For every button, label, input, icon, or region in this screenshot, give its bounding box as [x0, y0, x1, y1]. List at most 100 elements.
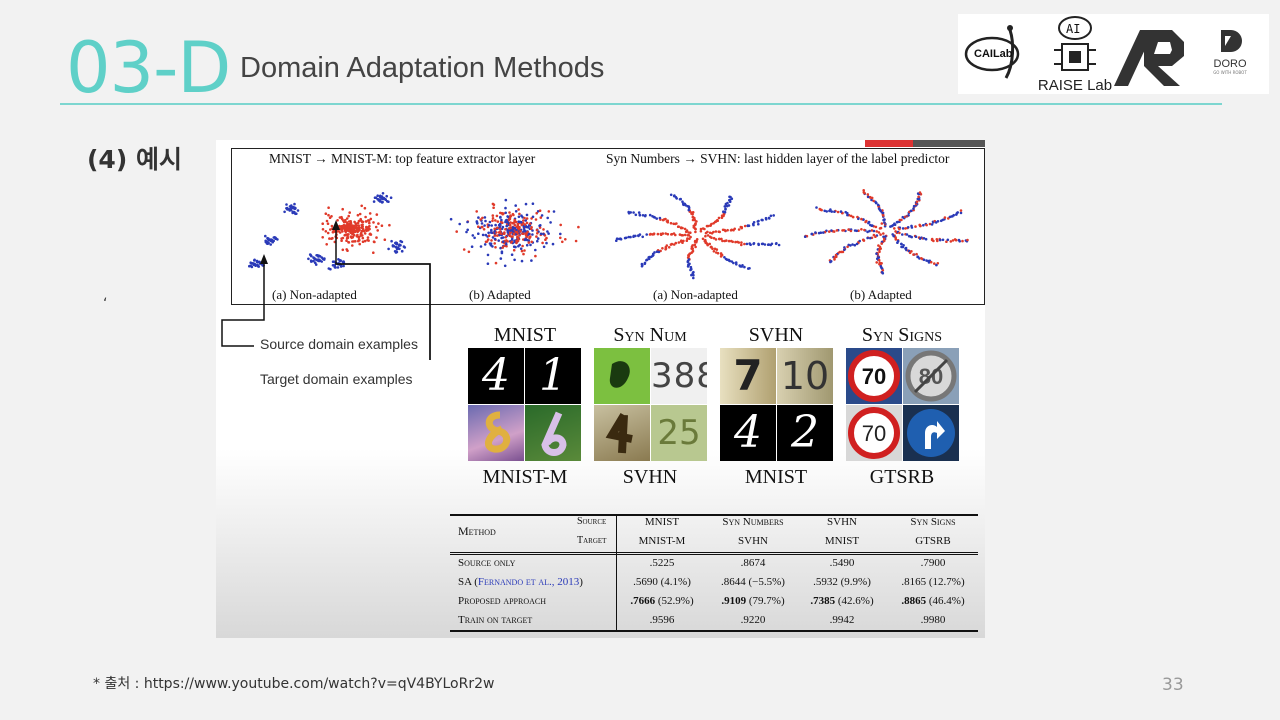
tsne-point-mixed — [545, 236, 548, 240]
tsne-point-mixed — [520, 249, 524, 253]
tsne-point-target — [375, 213, 379, 216]
cailab-logo: CAILab — [962, 20, 1028, 86]
tsne-point-mixed — [531, 215, 535, 219]
tsne-point-arm — [740, 226, 744, 229]
tsne-point-mixed — [501, 221, 504, 224]
tsne-point-mixed — [514, 210, 518, 213]
tsne-point-arm — [815, 206, 818, 209]
tsne-point-arm — [952, 213, 955, 217]
tsne-point-source — [285, 203, 288, 206]
tsne-point-arm — [828, 230, 831, 233]
tsne-point-mixed — [519, 229, 522, 233]
tsne-point-mixed — [466, 220, 469, 224]
col-source-4: Syn Signs — [910, 516, 956, 528]
thumb-digits: 25 — [657, 413, 701, 453]
tsne-point-arm — [870, 229, 874, 232]
tsne-point-arm — [667, 246, 671, 249]
tsne-point-arm — [870, 198, 873, 202]
caption-non-adapted-1: (a) Non-adapted — [272, 287, 357, 302]
tsne-point-arm — [777, 243, 781, 247]
tsne-point-arm — [877, 258, 881, 262]
tsne-point-mixed — [490, 224, 494, 227]
thumb-sign-arrow — [903, 405, 959, 461]
page-title: Domain Adaptation Methods — [240, 52, 605, 84]
row-value: .7900 — [920, 557, 946, 569]
tsne-point-mixed — [529, 235, 532, 238]
tsne-point-arm — [734, 240, 737, 244]
tsne-point-mixed — [491, 236, 495, 239]
tsne-point-arm — [836, 210, 840, 214]
raise-lab-label: RAISE Lab — [1037, 77, 1113, 94]
tsne-point-arm — [720, 253, 724, 257]
tsne-point-source — [283, 210, 286, 214]
tsne-point-arm — [644, 214, 647, 217]
tsne-point-mixed — [505, 244, 508, 248]
tsne-point-mixed — [523, 228, 526, 232]
tsne-point-mixed — [520, 223, 524, 226]
tsne-point-arm — [665, 220, 669, 223]
tsne-point-arm — [846, 245, 849, 249]
tsne-point-arm — [914, 235, 918, 238]
tsne-point-target — [364, 215, 367, 219]
tsne-point-arm — [615, 239, 618, 242]
tsne-point-arm — [922, 237, 926, 240]
tsne-point-mixed — [530, 259, 533, 262]
tsne-point-arm — [666, 232, 670, 236]
tsne-point-target — [349, 231, 353, 235]
tsne-point-mixed — [462, 248, 466, 251]
tsne-point-arm — [833, 210, 836, 213]
tsne-point-arm — [752, 242, 755, 246]
tsne-point-arm — [681, 200, 684, 203]
tsne-point-target — [339, 227, 342, 230]
thumb-digits: 10 — [780, 354, 830, 398]
tsne-point-target — [363, 239, 367, 243]
tsne-point-mixed — [501, 246, 505, 249]
row-method-suffix: ) — [579, 576, 583, 588]
video-overlay-mark — [865, 140, 985, 147]
tsne-point-source — [264, 239, 267, 243]
tsne-point-source — [380, 195, 384, 198]
tsne-point-mixed — [487, 234, 491, 237]
thumb-mnist2-4: 4 — [720, 405, 776, 461]
tsne-point-mixed — [510, 253, 514, 256]
tsne-point-mixed — [488, 242, 492, 245]
tsne-point-source — [269, 243, 272, 246]
tsne-point-source — [273, 236, 276, 239]
tsne-point-arm — [643, 262, 647, 266]
tsne-point-arm — [847, 243, 850, 247]
tsne-point-mixed — [513, 223, 517, 227]
thumb-digit: 4 — [482, 350, 510, 401]
tsne-point-arm — [904, 227, 907, 230]
tsne-point-arm — [694, 245, 697, 249]
tsne-point-arm — [664, 248, 667, 251]
tsne-point-target — [366, 236, 370, 239]
tsne-point-arm — [714, 238, 718, 241]
tsne-point-source — [267, 241, 270, 244]
tsne-point-arm — [692, 276, 695, 280]
tsne-point-arm — [717, 216, 721, 220]
tsne-point-arm — [648, 257, 651, 261]
tsne-point-mixed — [488, 220, 492, 224]
tsne-point-arm — [922, 224, 925, 227]
tsne-point-arm — [918, 257, 921, 260]
tsne-point-target — [354, 223, 358, 226]
tsne-point-target — [363, 206, 367, 210]
tsne-point-target — [346, 233, 349, 236]
tsne-point-target — [361, 240, 365, 243]
thumb-sign-80: 80 — [903, 348, 959, 404]
tsne-point-arm — [743, 224, 747, 228]
tsne-point-arm — [849, 229, 853, 233]
tsne-point-arm — [922, 258, 926, 262]
tsne-point-source — [395, 241, 399, 245]
tsne-point-mixed — [499, 216, 502, 219]
doro-sub: GO WITH ROBOT — [1213, 70, 1247, 75]
tsne-point-arm — [723, 205, 727, 208]
tsne-point-arm — [687, 208, 691, 212]
tsne-point-mixed — [521, 244, 524, 248]
tsne-point-mixed — [481, 233, 485, 237]
tsne-point-arm — [732, 261, 735, 265]
tsne-point-mixed — [518, 227, 521, 231]
tsne-point-arm — [672, 222, 675, 226]
tsne-point-mixed — [512, 232, 516, 236]
tsne-point-source — [381, 200, 384, 204]
